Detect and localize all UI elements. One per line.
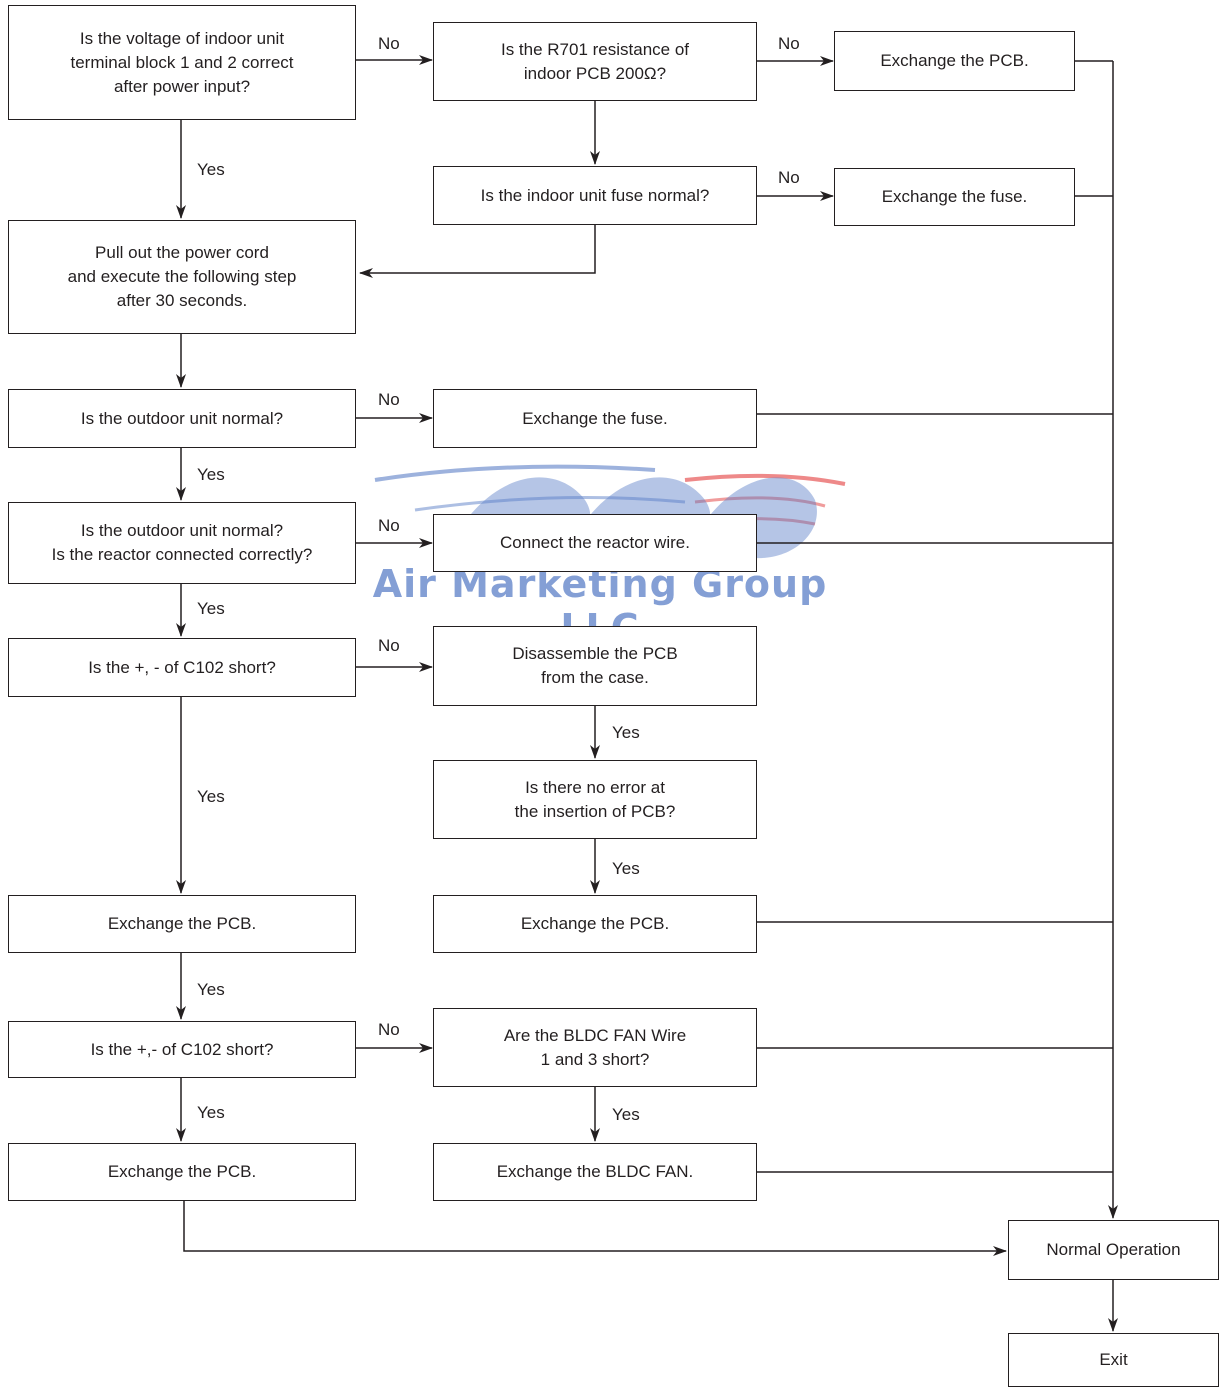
question-indoor-fuse: Is the indoor unit fuse normal? [433,166,757,225]
label-yes: Yes [197,160,225,179]
action-exchange-bldc-fan: Exchange the BLDC FAN. [433,1143,757,1201]
question-c102-short-2: Is the +,- of C102 short? [8,1021,356,1078]
exit: Exit [1008,1333,1219,1387]
label-no: No [378,34,400,53]
label-yes: Yes [197,1103,225,1122]
label-no: No [378,1020,400,1039]
action-exchange-pcb-final: Exchange the PCB. [8,1143,356,1201]
label-yes: Yes [197,599,225,618]
label-yes: Yes [197,787,225,806]
step-pull-power-cord: Pull out the power cord and execute the … [8,220,356,334]
action-exchange-pcb-insertion: Exchange the PCB. [433,895,757,953]
action-exchange-fuse-outdoor: Exchange the fuse. [433,389,757,448]
label-yes: Yes [612,723,640,742]
label-yes: Yes [612,859,640,878]
action-exchange-fuse-indoor: Exchange the fuse. [834,168,1075,226]
label-no: No [778,34,800,53]
action-exchange-pcb: Exchange the PCB. [8,895,356,953]
question-outdoor-unit: Is the outdoor unit normal? [8,389,356,448]
question-voltage: Is the voltage of indoor unit terminal b… [8,5,356,120]
label-no: No [378,390,400,409]
action-exchange-pcb-r701: Exchange the PCB. [834,31,1075,91]
label-no: No [378,636,400,655]
question-c102-short: Is the +, - of C102 short? [8,638,356,697]
question-outdoor-reactor: Is the outdoor unit normal? Is the react… [8,502,356,584]
label-no: No [378,516,400,535]
action-disassemble-pcb: Disassemble the PCB from the case. [433,626,757,706]
action-connect-reactor: Connect the reactor wire. [433,514,757,572]
question-r701-resistance: Is the R701 resistance of indoor PCB 200… [433,22,757,101]
label-yes: Yes [612,1105,640,1124]
label-yes: Yes [197,980,225,999]
label-no: No [778,168,800,187]
normal-operation: Normal Operation [1008,1220,1219,1280]
label-yes: Yes [197,465,225,484]
question-bldc-fan-wire: Are the BLDC FAN Wire 1 and 3 short? [433,1008,757,1087]
question-pcb-insertion: Is there no error at the insertion of PC… [433,760,757,839]
